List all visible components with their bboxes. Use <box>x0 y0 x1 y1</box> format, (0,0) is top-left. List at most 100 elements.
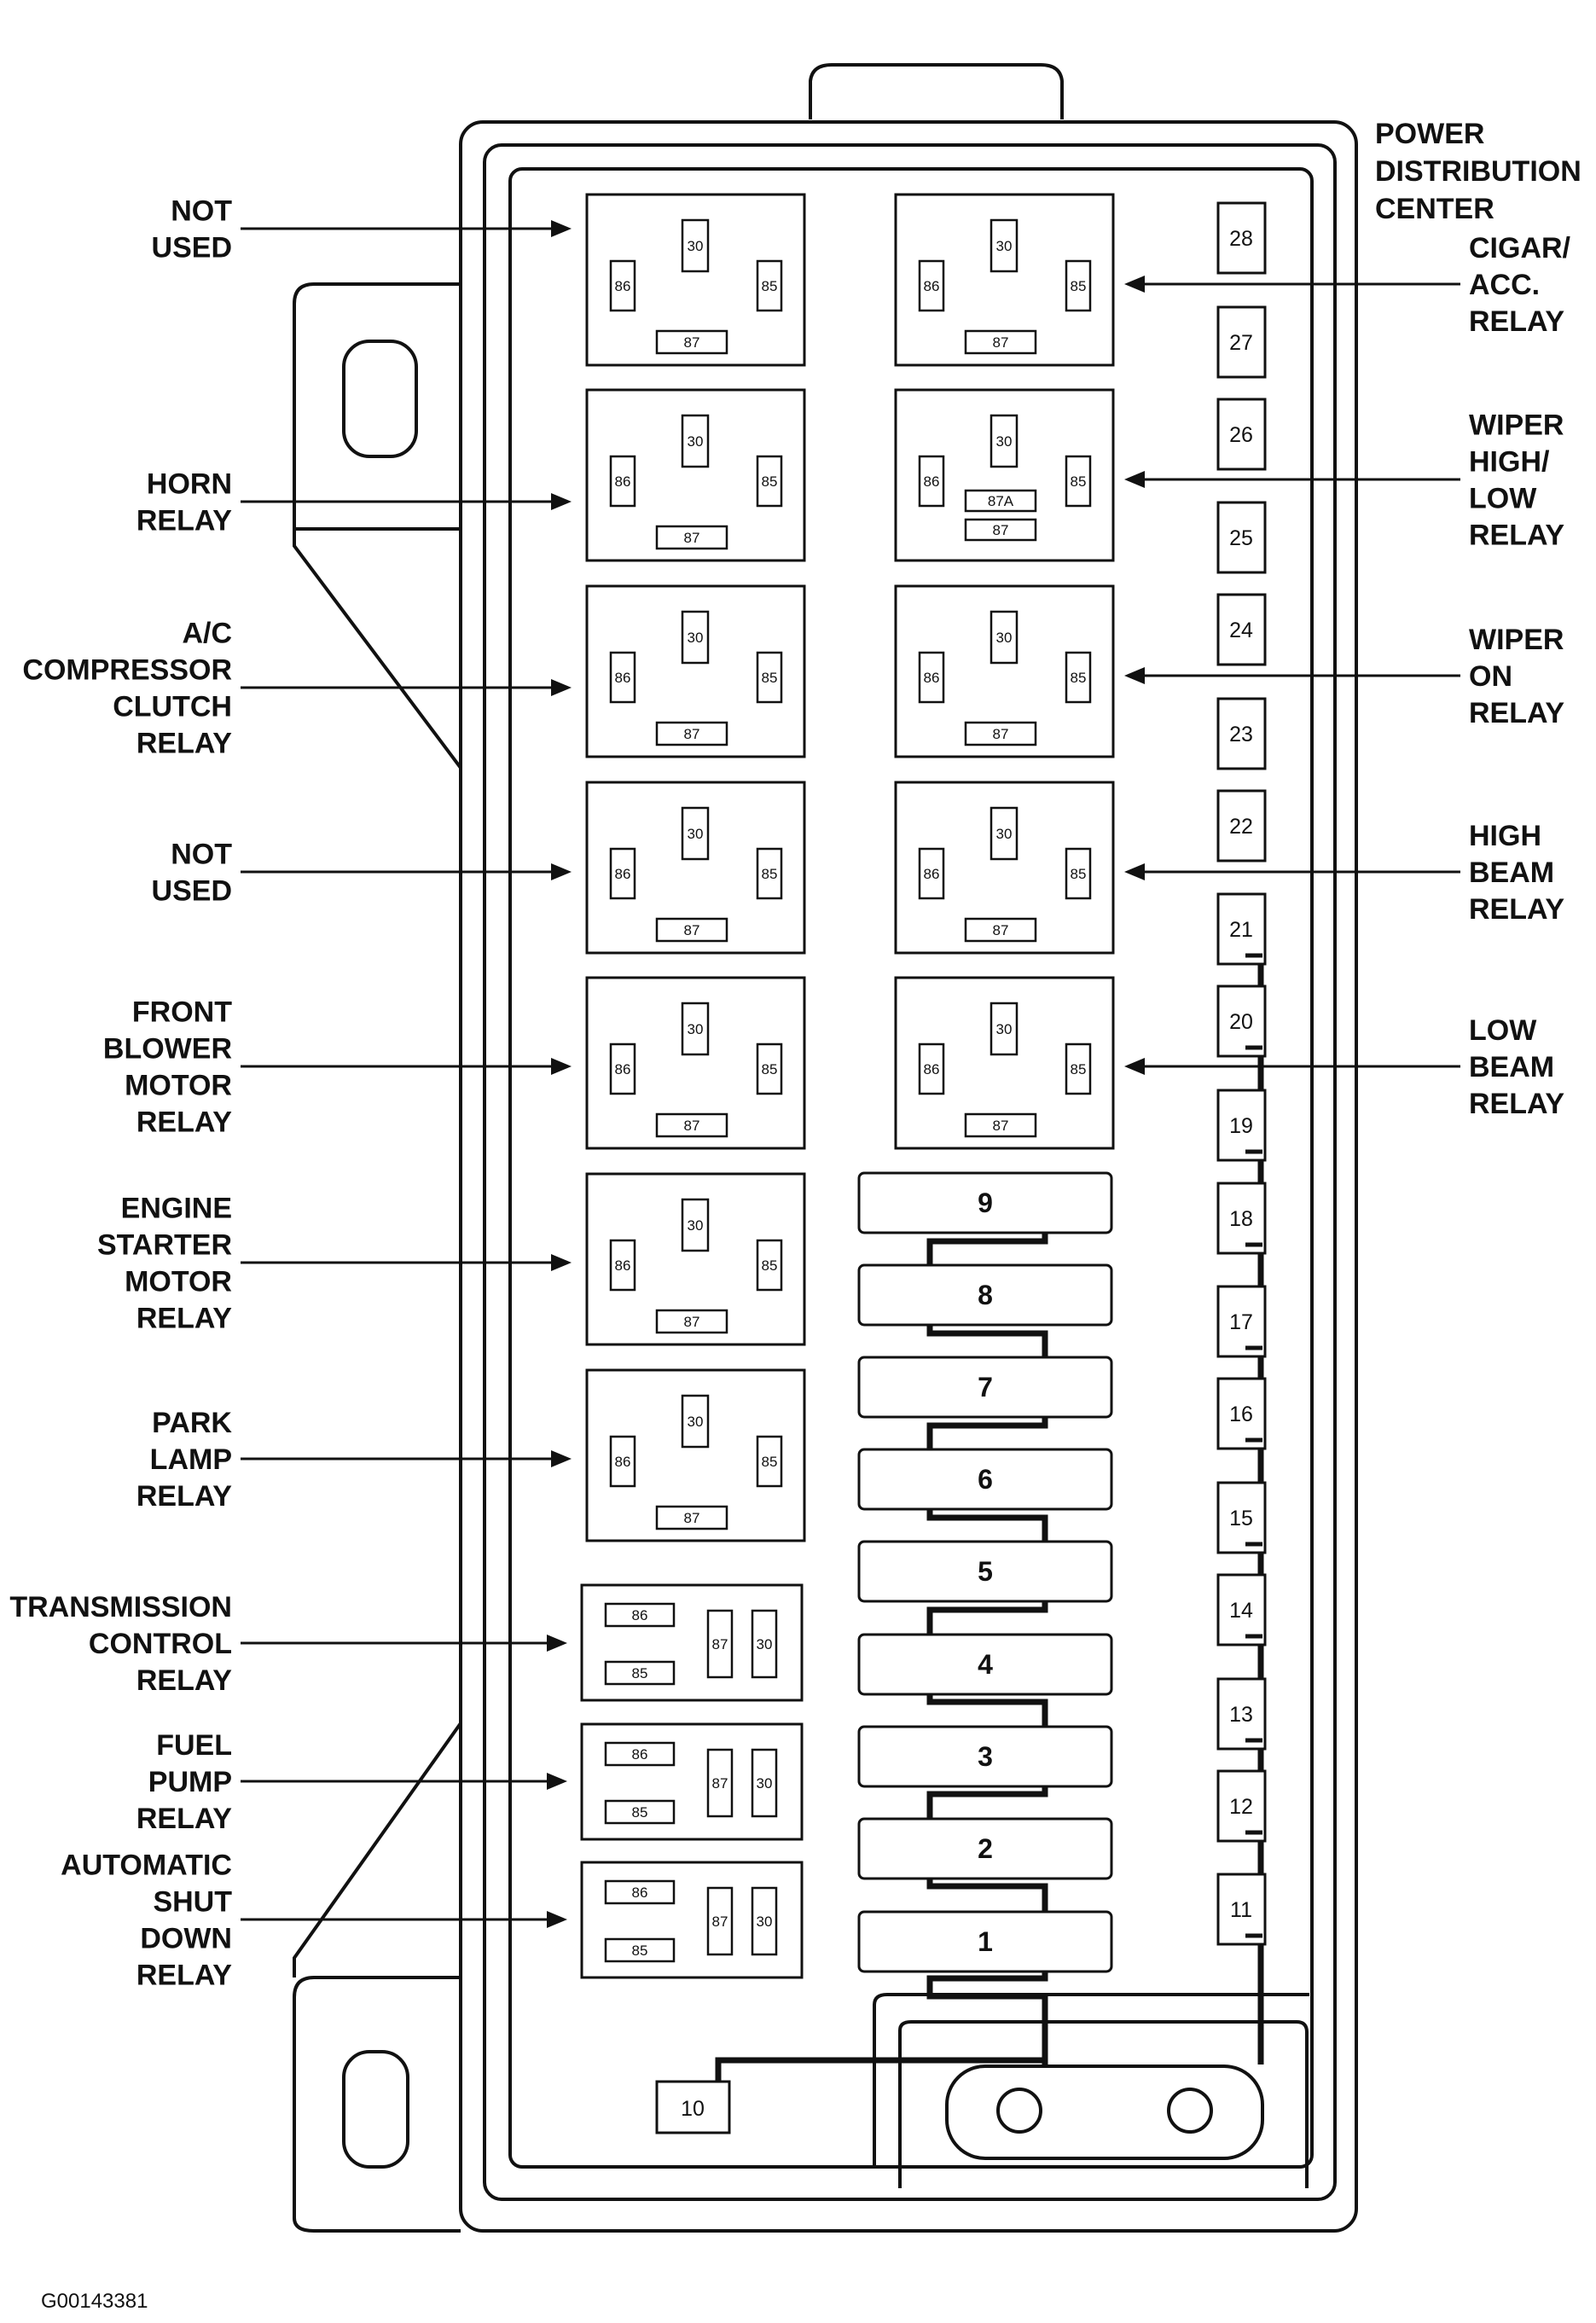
ac-compressor-clutch-relay-pin-85: 85 <box>756 651 783 704</box>
high-beam-relay-pin-86: 86 <box>918 847 945 900</box>
wiper-on-relay-pin-87: 87 <box>964 721 1037 746</box>
low-beam-relay-pin-30-outline <box>990 1002 1019 1056</box>
maxi-fuse-3[interactable]: 3 <box>857 1725 1113 1788</box>
automatic-shut-down-relay-pin-30-outline <box>751 1886 778 1956</box>
wiper-on-relay-pin-30: 30 <box>990 610 1019 665</box>
mini-fuse-25-label: 25 <box>1229 526 1253 550</box>
maxi-fuse-1-label: 1 <box>978 1926 993 1957</box>
transmission-control-relay-pin-87-label: 87 <box>712 1636 728 1652</box>
maxi-fuse-1[interactable]: 1 <box>857 1910 1113 1973</box>
engine-starter-motor-relay-pin-86-outline <box>609 1239 636 1292</box>
not-used-relay-1-pin-85-outline <box>756 259 783 312</box>
mini-fuse-13[interactable]: 13 <box>1216 1677 1267 1751</box>
fuse-10[interactable]: 10 <box>655 2080 731 2134</box>
mini-fuse-23[interactable]: 23 <box>1216 697 1267 770</box>
automatic-shut-down-relay-pin-30-label: 30 <box>757 1914 773 1930</box>
wiper-high-low-relay-pin-30: 30 <box>990 414 1019 468</box>
ac-compressor-clutch-relay-pin-87-label: 87 <box>684 726 700 742</box>
right-callout-4-arrowhead <box>1124 863 1145 880</box>
left-callout-2-line-2: RELAY <box>136 505 232 537</box>
maxi-fuse-8[interactable]: 8 <box>857 1263 1113 1327</box>
mini-fuse-26[interactable]: 26 <box>1216 398 1267 471</box>
wiper-on-relay-pin-87-outline <box>964 721 1037 746</box>
mini-fuse-22[interactable]: 22 <box>1216 789 1267 862</box>
not-used-relay-2-pin-30-outline <box>681 806 710 861</box>
wiper-on-relay-pin-87-label: 87 <box>993 726 1009 742</box>
mini-fuse-21[interactable]: 21 <box>1216 892 1267 966</box>
left-callout-3-line-4: RELAY <box>136 728 232 760</box>
engine-starter-motor-relay-pin-87: 87 <box>655 1309 728 1334</box>
housing-tray <box>508 167 1314 2169</box>
upper-bracket-arm <box>293 529 462 769</box>
not-used-relay-2-pin-86-outline <box>609 847 636 900</box>
engine-starter-motor-relay-pin-30-outline <box>681 1198 710 1252</box>
mini-fuse-20[interactable]: 20 <box>1216 984 1267 1058</box>
mini-fuse-11[interactable]: 11 <box>1216 1873 1267 1946</box>
housing-inner-wall <box>483 143 1337 2201</box>
mini-fuse-22-label: 22 <box>1229 815 1253 839</box>
mini-fuse-28[interactable]: 28 <box>1216 201 1267 275</box>
left-callout-4-arrowhead <box>551 863 572 880</box>
wiper-high-low-relay-pin-30-label: 30 <box>996 433 1013 450</box>
maxi-fuse-6-label: 6 <box>978 1464 993 1495</box>
mini-fuse-13-body <box>1216 1677 1267 1751</box>
left-callout-5-line-2: BLOWER <box>103 1033 232 1066</box>
cigar-acc-relay-pin-87-outline <box>964 329 1037 355</box>
engine-starter-motor-relay-pin-85-outline <box>756 1239 783 1292</box>
mini-fuse-12-label: 12 <box>1229 1795 1253 1819</box>
mini-fuse-14-body <box>1216 1573 1267 1646</box>
right-callout-5-arrowhead <box>1124 1058 1145 1075</box>
lower-bracket-arm <box>293 1722 462 1977</box>
mini-fuse-19[interactable]: 19 <box>1216 1089 1267 1162</box>
mini-fuse-14[interactable]: 14 <box>1216 1573 1267 1646</box>
mini-fuse-21-label: 21 <box>1229 918 1253 942</box>
wiper-on-relay-pin-86: 86 <box>918 651 945 704</box>
high-beam-relay-pin-86-outline <box>918 847 945 900</box>
mini-fuse-15[interactable]: 15 <box>1216 1481 1267 1554</box>
maxi-fuse-9[interactable]: 9 <box>857 1171 1113 1234</box>
mini-fuse-25[interactable]: 25 <box>1216 501 1267 574</box>
horn-relay-pin-85: 85 <box>756 455 783 508</box>
engine-starter-motor-relay-pin-86-label: 86 <box>615 1257 631 1274</box>
mini-fuse-12[interactable]: 12 <box>1216 1769 1267 1843</box>
mini-fuse-16[interactable]: 16 <box>1216 1377 1267 1450</box>
front-blower-motor-relay-pin-30-label: 30 <box>688 1021 704 1037</box>
mini-fuse-17[interactable]: 17 <box>1216 1285 1267 1358</box>
mini-fuse-27[interactable]: 27 <box>1216 305 1267 379</box>
housing-top-tab <box>809 63 1064 119</box>
maxi-fuse-7[interactable]: 7 <box>857 1356 1113 1419</box>
maxi-fuse-5[interactable]: 5 <box>857 1540 1113 1603</box>
mini-fuse-18[interactable]: 18 <box>1216 1182 1267 1255</box>
maxi-fuse-5-body <box>857 1540 1113 1603</box>
high-beam-relay-pin-30-label: 30 <box>996 826 1013 842</box>
maxi-fuse-4[interactable]: 4 <box>857 1633 1113 1696</box>
mini-fuse-14-label: 14 <box>1229 1599 1253 1623</box>
low-beam-relay-pin-30: 30 <box>990 1002 1019 1056</box>
mini-fuse-26-body <box>1216 398 1267 471</box>
mini-fuse-24[interactable]: 24 <box>1216 593 1267 666</box>
maxi-fuse-6[interactable]: 6 <box>857 1448 1113 1511</box>
cigar-acc-relay-pin-85-outline <box>1065 259 1092 312</box>
maxi-fuse-2[interactable]: 2 <box>857 1817 1113 1880</box>
